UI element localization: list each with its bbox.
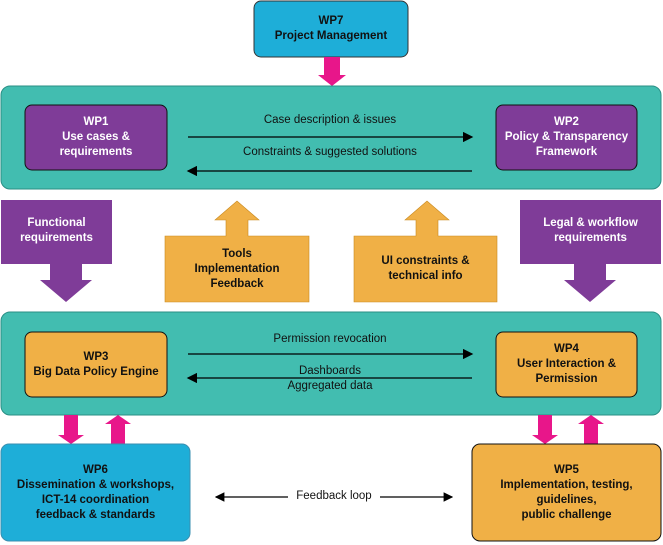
wp2-id: WP2	[554, 116, 579, 128]
wp5-line1: Implementation, testing,	[500, 478, 633, 491]
wp7-id: WP7	[318, 15, 344, 27]
wp2-box	[495, 104, 638, 171]
pink-arrow-from-wp6	[105, 415, 131, 444]
wp1-line2: requirements	[59, 146, 133, 158]
wp3-id: WP3	[83, 350, 109, 363]
legal-workflow-arrow	[520, 200, 661, 302]
tools-line3: Feedback	[210, 277, 264, 290]
wp4-label: WP4 User Interaction & Permission	[496, 332, 637, 397]
pink-arrow-from-wp5	[578, 415, 604, 444]
wp4-box	[495, 331, 638, 398]
pink-arrow-to-wp6	[58, 415, 84, 444]
wp1-label: WP1 Use cases & requirements	[25, 105, 167, 170]
wp5-id: WP5	[554, 463, 579, 476]
wp6-label: WP6 Dissemination & workshops, ICT-14 co…	[1, 444, 190, 541]
flow-label-permission-revocation: Permission revocation	[273, 333, 387, 345]
tools-line2: Implementation	[194, 262, 280, 275]
wp1-line1: Use cases &	[62, 131, 130, 143]
wp6-box	[0, 443, 191, 542]
tools-line1: Tools	[222, 247, 252, 260]
legal-line2: requirements	[554, 232, 627, 244]
flow-label-case-description: Case description & issues	[263, 114, 397, 126]
legal-line1: Legal & workflow	[543, 217, 638, 229]
wp7-label: WP7 Project Management	[254, 6, 408, 52]
wp6-line3: feedback & standards	[35, 508, 156, 521]
legal-workflow-label: Legal & workflow requirements	[520, 214, 661, 248]
ui-constraints-arrow	[353, 200, 498, 303]
functional-line2: requirements	[20, 232, 93, 244]
ui-line1: UI constraints &	[381, 255, 470, 267]
wp1-id: WP1	[83, 116, 109, 128]
wp5-label: WP5 Implementation, testing, guidelines,…	[472, 444, 661, 541]
wp5-line3: public challenge	[521, 508, 612, 521]
wp7-title: Project Management	[274, 30, 388, 42]
wp3-label: WP3 Big Data Policy Engine	[25, 332, 167, 397]
wp4-id: WP4	[554, 343, 579, 355]
wp2-label: WP2 Policy & Transparency Framework	[496, 105, 637, 170]
functional-line1: Functional	[27, 217, 86, 229]
flow-label-aggregated-data: Aggregated data	[287, 380, 373, 392]
wp6-line1: Dissemination & workshops,	[16, 478, 175, 491]
wp5-line2: guidelines,	[536, 493, 597, 506]
wp4-line1: User Interaction &	[516, 358, 617, 370]
ui-line2: technical info	[388, 270, 463, 282]
wp2-line1: Policy & Transparency	[504, 131, 629, 143]
tools-feedback-arrow	[164, 200, 310, 303]
flow-label-dashboards: Dashboards	[298, 365, 361, 377]
wp2-line2: Framework	[535, 146, 598, 158]
wp4-line2: Permission	[535, 373, 598, 385]
flow-label-constraints: Constraints & suggested solutions	[243, 146, 417, 158]
wp3-title: Big Data Policy Engine	[33, 365, 159, 378]
wp5-box	[471, 443, 662, 542]
wp6-id: WP6	[83, 463, 108, 476]
tools-feedback-label: Tools Implementation Feedback	[165, 236, 309, 302]
ui-constraints-label: UI constraints & technical info	[354, 236, 497, 302]
wp3-box	[24, 331, 168, 398]
wp1-box	[24, 104, 168, 171]
pink-arrow-wp7-down	[318, 57, 346, 86]
functional-requirements-arrow	[1, 200, 112, 302]
wp6-line2: ICT-14 coordination	[41, 493, 150, 506]
feedback-loop-label: Feedback loop	[296, 490, 372, 502]
functional-requirements-label: Functional requirements	[1, 214, 112, 248]
pink-arrow-to-wp5	[532, 415, 558, 444]
